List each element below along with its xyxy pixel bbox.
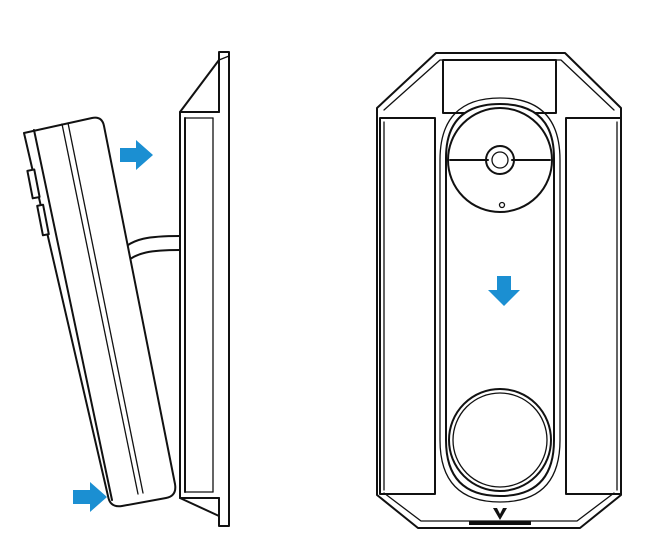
camera-lens-icon — [485, 145, 515, 175]
sensor-dot — [498, 201, 506, 209]
mount-bracket-side — [179, 51, 230, 527]
side-view — [23, 51, 230, 527]
arrow-right-icon — [120, 140, 153, 170]
front-view — [376, 52, 622, 529]
brand-logo — [469, 508, 531, 525]
arrow-right-icon — [73, 482, 107, 512]
doorbell-button — [448, 388, 552, 492]
doorbell-side — [23, 116, 177, 508]
arrow-down-icon — [488, 276, 520, 306]
